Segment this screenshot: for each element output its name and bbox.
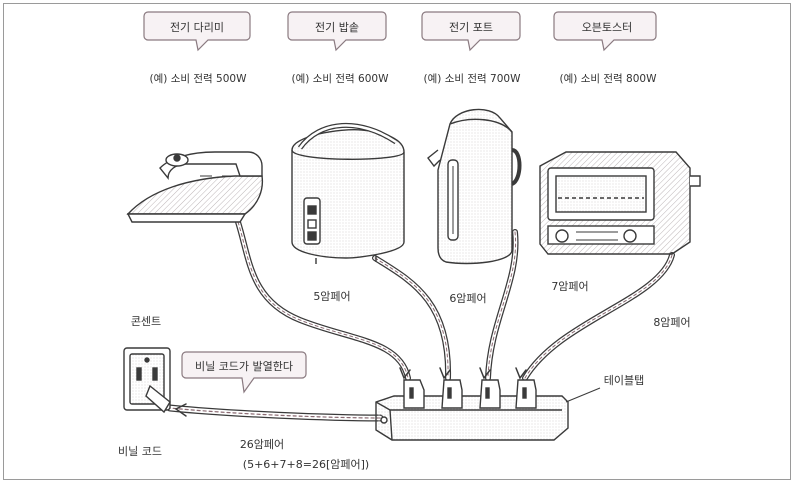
formula-label: (5+6+7+8=26[암페어]) <box>243 458 369 471</box>
power-strip-leader-line <box>565 387 601 403</box>
callout-kettle: 전기 포트 <box>421 11 521 52</box>
appliance-name-kettle: 전기 포트 <box>449 21 493 34</box>
wall-outlet <box>123 347 171 414</box>
appliance-name-toaster: 오븐토스터 <box>582 21 633 34</box>
cords <box>166 219 675 422</box>
power-strip-label: 테이블탭 <box>604 374 644 387</box>
current-rice-cooker: 6암페어 <box>449 292 486 305</box>
rice-cooker-illustration <box>291 122 405 264</box>
power-iron: (예) 소비 전력 500W <box>150 72 248 85</box>
callout-toaster: 오븐토스터 <box>553 11 657 52</box>
iron-illustration <box>126 151 264 223</box>
power-rice-cooker: (예) 소비 전력 600W <box>292 72 390 85</box>
total-current-label: 26암페어 <box>240 438 284 451</box>
power-toaster: (예) 소비 전력 800W <box>560 72 658 85</box>
current-toaster: 8암페어 <box>653 316 690 329</box>
vinyl-cord-label: 비닐 코드 <box>118 445 162 458</box>
power-kettle: (예) 소비 전력 700W <box>424 72 522 85</box>
power-strip <box>375 379 569 441</box>
callout-iron: 전기 다리미 <box>143 11 251 52</box>
current-arrows <box>174 367 527 417</box>
appliance-name-iron: 전기 다리미 <box>170 21 224 34</box>
outlet-label: 콘센트 <box>131 315 161 328</box>
kettle-illustration <box>427 108 522 265</box>
warning-text: 비닐 코드가 발열한다 <box>195 360 293 373</box>
current-iron: 5암페어 <box>313 290 350 303</box>
callout-rice-cooker: 전기 밥솥 <box>287 11 387 52</box>
appliance-name-rice-cooker: 전기 밥솥 <box>315 21 359 34</box>
current-kettle: 7암페어 <box>551 280 588 293</box>
warning-callout: 비닐 코드가 발열한다 <box>181 351 307 394</box>
toaster-oven-illustration <box>539 151 701 255</box>
